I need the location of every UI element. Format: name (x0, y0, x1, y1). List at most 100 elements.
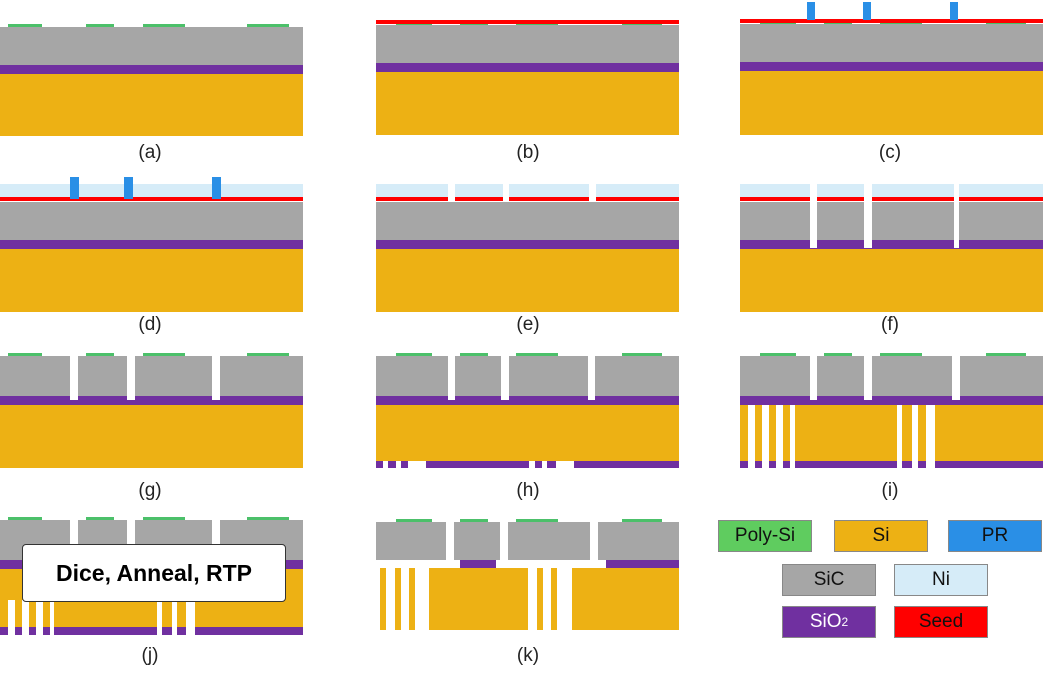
bottom-sio2 (376, 461, 679, 468)
legend-sio2-sub: 2 (841, 615, 849, 629)
si-layer (376, 405, 679, 461)
seed-layer (0, 197, 303, 201)
sio2-layer (376, 240, 679, 249)
panel-g (0, 346, 303, 506)
legend-seed: Seed (894, 606, 988, 638)
sic-layer (740, 202, 1043, 240)
trench (212, 520, 220, 554)
poly-si-pad (760, 353, 796, 356)
si-layer (0, 74, 303, 136)
via-gap (22, 600, 29, 635)
poly-si-pad (247, 517, 289, 520)
sic-chip-4 (598, 522, 679, 560)
seed-segment (959, 197, 1043, 201)
sic-chip-1 (376, 522, 446, 560)
sio2-layer (0, 240, 303, 249)
sic-layer (0, 202, 303, 240)
poly-si-pad (396, 353, 432, 356)
seed-segment (872, 197, 954, 201)
seed-segment (596, 197, 679, 201)
poly-si-pad (824, 353, 852, 356)
trench (954, 200, 959, 248)
caption-h: (h) (516, 480, 540, 501)
trench (588, 356, 595, 400)
si-post-2 (395, 568, 401, 630)
caption-g: (g) (138, 480, 162, 501)
via-gap (50, 600, 54, 635)
poly-si-pad (460, 519, 488, 522)
sic-layer (0, 27, 303, 65)
si-layer (0, 405, 303, 468)
seed-segment (740, 197, 810, 201)
ni-segment (509, 184, 589, 197)
pr-post (807, 2, 815, 20)
poly-si-pad (516, 519, 558, 522)
trench (864, 200, 872, 248)
seed-segment (455, 197, 503, 201)
legend-pr: PR (948, 520, 1042, 552)
trench (70, 520, 78, 554)
via-gap (186, 600, 195, 635)
ni-segment (376, 184, 448, 197)
via-gap (172, 600, 177, 635)
si-block-2 (572, 568, 679, 630)
bottom-gap (529, 461, 535, 468)
ni-segment (872, 184, 954, 197)
seed-segment (376, 197, 448, 201)
poly-si-pad (986, 353, 1026, 356)
legend-si: Si (834, 520, 928, 552)
si-post-1 (380, 568, 386, 630)
sic-layer (376, 202, 679, 240)
caption-k: (k) (516, 645, 540, 666)
trench (952, 356, 960, 400)
si-layer (376, 249, 679, 312)
sio2-layer (740, 240, 1043, 249)
panel-e (376, 174, 679, 334)
poly-si-pad (8, 353, 42, 356)
trench (70, 356, 78, 400)
poly-si-pad (143, 353, 185, 356)
ni-segment (959, 184, 1043, 197)
bottom-gap (408, 461, 426, 468)
pr-post (212, 177, 221, 199)
sic-layer (0, 356, 303, 396)
dice-anneal-rtp-box: Dice, Anneal, RTP (22, 544, 286, 602)
panel-f (740, 174, 1043, 334)
caption-i: (i) (881, 480, 899, 501)
panel-b (376, 0, 679, 160)
poly-si-pad (622, 519, 662, 522)
bottom-sio2 (0, 627, 303, 635)
sic-chip-2 (454, 522, 500, 560)
si-post-5 (551, 568, 557, 630)
poly-si-pad (516, 353, 558, 356)
sic-layer (376, 25, 679, 63)
trench (864, 356, 872, 400)
pr-post (950, 2, 958, 20)
trench (501, 356, 509, 400)
si-post-3 (409, 568, 415, 630)
legend-ni: Ni (894, 564, 988, 596)
legend-sio2-base: SiO (809, 611, 842, 632)
via-gap (762, 405, 769, 468)
bottom-sio2 (740, 461, 1043, 468)
bottom-gap (383, 461, 388, 468)
sio2-layer (376, 396, 679, 405)
trench (810, 356, 817, 400)
poly-si-pad (86, 24, 114, 27)
poly-si-pad (86, 353, 114, 356)
poly-si-pad (8, 24, 42, 27)
panel-h (376, 346, 679, 506)
seed-segment (817, 197, 864, 201)
si-block-1 (429, 568, 528, 630)
poly-si-pad (247, 24, 289, 27)
bottom-gap (556, 461, 574, 468)
caption-e: (e) (516, 314, 540, 335)
pr-post (124, 177, 133, 199)
poly-si-pad (396, 519, 432, 522)
legend-sic: SiC (782, 564, 876, 596)
via-gap (926, 405, 935, 468)
poly-si-pad (880, 353, 922, 356)
sio2-layer (0, 65, 303, 74)
caption-b: (b) (516, 142, 540, 163)
